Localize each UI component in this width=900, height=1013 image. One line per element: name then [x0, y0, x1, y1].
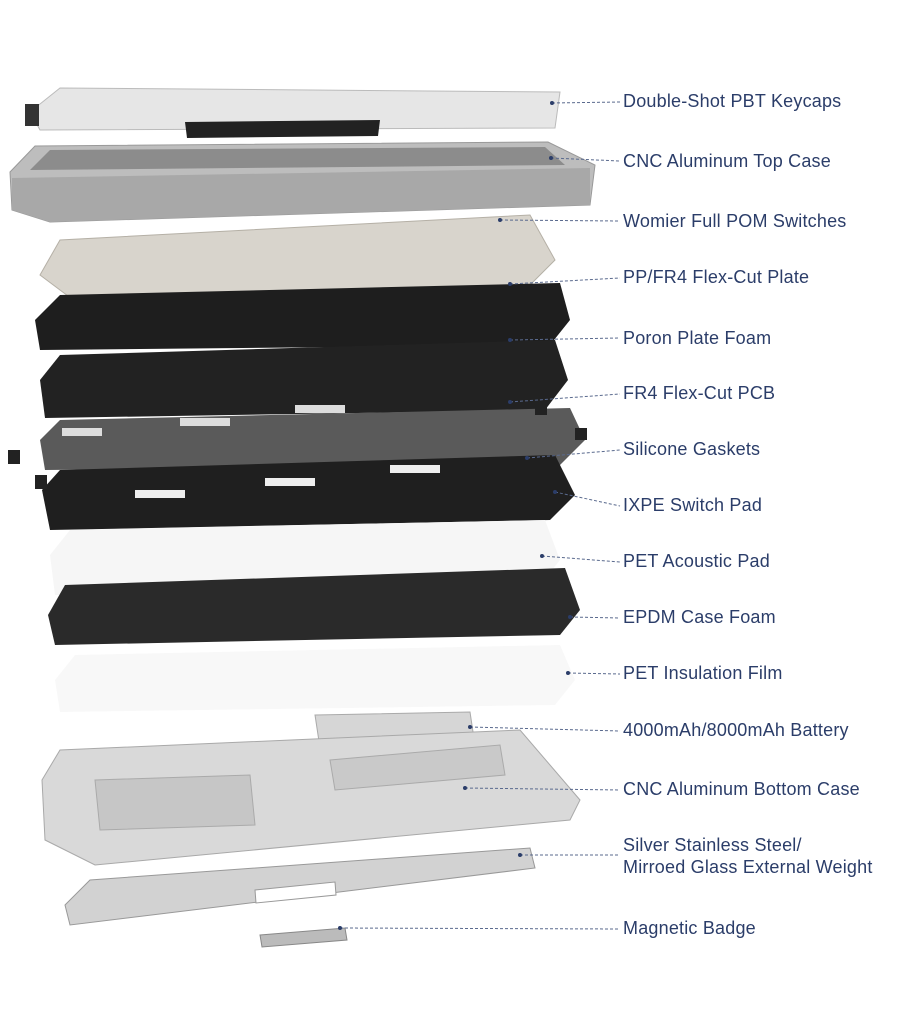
- bottom-case-layer: [41, 729, 581, 866]
- insulation-film-layer: [55, 645, 575, 712]
- keycaps-layer: [25, 87, 561, 138]
- pcb-layer: [8, 403, 587, 470]
- label-plate: PP/FR4 Flex-Cut Plate: [623, 267, 810, 287]
- label-switch-pad: IXPE Switch Pad: [623, 495, 763, 515]
- label-battery: 4000mAh/8000mAh Battery: [623, 720, 849, 740]
- label-acoustic-pad: PET Acoustic Pad: [623, 551, 770, 571]
- plate-layer: [35, 283, 570, 350]
- label-switches: Womier Full POM Switches: [623, 211, 847, 231]
- label-top-case: CNC Aluminum Top Case: [623, 151, 831, 171]
- top-case-layer: [9, 141, 596, 223]
- label-keycaps: Double-Shot PBT Keycaps: [623, 91, 842, 111]
- label-plate-foam: Poron Plate Foam: [623, 328, 772, 348]
- case-foam-layer: [48, 568, 580, 645]
- label-weight-line2: Mirroed Glass External Weight: [623, 857, 873, 877]
- label-insulation-film: PET Insulation Film: [623, 663, 783, 683]
- switch-pad-layer: [35, 455, 575, 530]
- plate-foam-layer: [40, 340, 568, 418]
- magnetic-badge-layer: [259, 927, 348, 948]
- label-weight-line1: Silver Stainless Steel/: [623, 835, 802, 855]
- external-weight-layer: [64, 847, 536, 926]
- label-gaskets: Silicone Gaskets: [623, 439, 761, 459]
- label-pcb: FR4 Flex-Cut PCB: [623, 383, 776, 403]
- label-case-foam: EPDM Case Foam: [623, 607, 776, 627]
- label-bottom-case: CNC Aluminum Bottom Case: [623, 779, 860, 799]
- label-badge: Magnetic Badge: [623, 918, 756, 938]
- leader-lines: [338, 101, 621, 930]
